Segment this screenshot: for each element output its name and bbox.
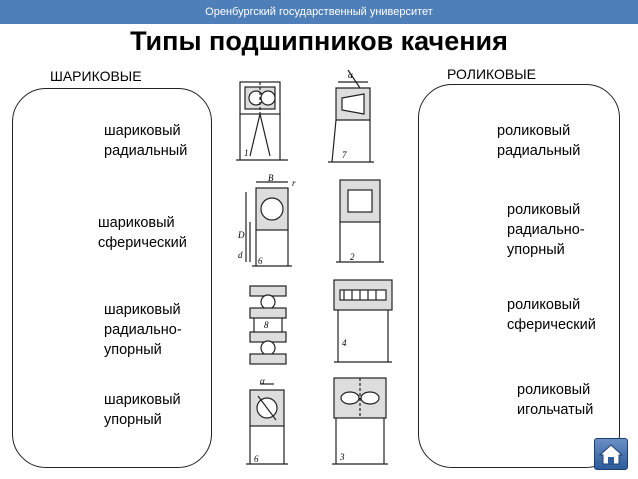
ball-spherical-label: шариковый сферический — [98, 215, 187, 251]
roller-needle-label: роликовый игольчатый — [517, 382, 594, 418]
ball-spherical-bearing-drawing: 1 — [236, 81, 288, 161]
drawing-label: 7 — [342, 150, 347, 160]
ball-bearings-heading: ШАРИКОВЫЕ — [50, 68, 142, 84]
home-button[interactable] — [594, 438, 628, 470]
roller-bearings-panel — [418, 84, 620, 468]
roller-radial-label: роликовый радиальный — [497, 123, 581, 159]
home-icon — [598, 444, 624, 465]
ball-thrust-bearing-drawing: 8 — [249, 285, 287, 365]
roller-angular-label: роликовый радиально- упорный — [507, 202, 585, 258]
dim-b: B — [268, 173, 274, 183]
drawing-label: 2 — [350, 252, 355, 262]
dim-d: d — [238, 250, 243, 260]
drawing-label: 8 — [264, 320, 269, 330]
ball-angular-bearing-drawing: α 6 — [246, 376, 288, 465]
roller-radial-bearing-drawing: 2 — [336, 179, 384, 263]
ball-bearings-panel — [12, 88, 212, 468]
drawing-label: 3 — [339, 452, 345, 462]
roller-needle-bearing-drawing: 4 — [333, 279, 393, 363]
page-title: Типы подшипников качения — [130, 26, 508, 56]
header-bar: Оренбургский государственный университет — [0, 0, 638, 24]
drawing-label: 4 — [342, 338, 347, 348]
roller-bearings-heading: РОЛИКОВЫЕ — [447, 66, 536, 82]
university-name: Оренбургский государственный университет — [205, 6, 433, 18]
roller-spherical-label: роликовый сферический — [507, 297, 596, 333]
dim-D: D — [237, 230, 245, 240]
drawing-label: 6 — [258, 256, 263, 266]
dim-alpha: α — [348, 70, 353, 80]
ball-thrust-label: шариковый упорный — [104, 392, 181, 428]
roller-tapered-bearing-drawing: α 7 — [328, 69, 374, 163]
drawing-label: 6 — [254, 454, 259, 464]
ball-radial-bearing-drawing: B r D d 6 — [237, 173, 296, 267]
roller-spherical-bearing-drawing: 3 — [332, 377, 388, 465]
ball-angular-label: шариковый радиально- упорный — [104, 302, 182, 358]
ball-radial-label: шариковый радиальный — [104, 123, 188, 159]
dim-r: r — [292, 178, 296, 188]
drawing-label: 1 — [244, 148, 249, 158]
dim-alpha: α — [260, 376, 265, 386]
